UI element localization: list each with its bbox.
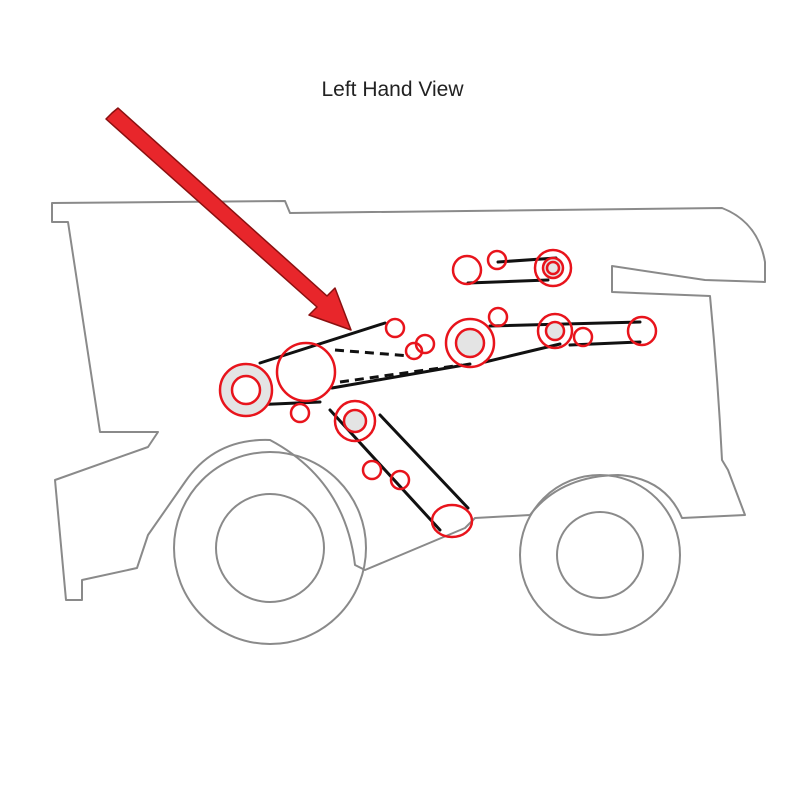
belts-dashed	[334, 348, 463, 384]
pulley-idler-b	[389, 469, 411, 491]
rear-tire	[519, 474, 681, 636]
pulley-top-right	[533, 248, 573, 288]
belt-upper-span	[258, 321, 387, 365]
pulley-bottom	[430, 503, 474, 539]
front-wheel	[173, 451, 367, 645]
front-tire	[173, 451, 367, 645]
pulley-small-d	[487, 306, 509, 328]
belt-mid-upper	[488, 320, 642, 328]
pulley-large-upper	[275, 341, 337, 403]
pulleys	[218, 248, 658, 539]
pulley-top-left	[451, 254, 483, 286]
pulley-right-double	[536, 312, 574, 350]
pulley-top-small	[486, 249, 508, 271]
pulley-lower-small	[289, 402, 311, 424]
front-rim	[215, 493, 325, 603]
body-outline	[51, 200, 766, 601]
diagram-title: Left Hand View	[321, 78, 464, 101]
belt-top-right	[496, 256, 558, 264]
dashed-belt-upper	[334, 348, 411, 358]
pulley-small-c	[414, 333, 436, 355]
arrow-icon	[105, 107, 352, 331]
belt-down-right	[378, 413, 470, 510]
pulley-small-b	[404, 341, 424, 361]
rear-wheel	[519, 474, 681, 636]
dashed-belt-lower	[339, 363, 463, 384]
pulley-right-small	[572, 326, 594, 348]
belt-right-return	[568, 340, 642, 347]
pulley-center	[444, 317, 496, 369]
pulley-idler-a	[361, 459, 383, 481]
pulley-small-a	[384, 317, 406, 339]
rear-rim	[556, 511, 644, 599]
pulley-far-right	[626, 315, 658, 347]
pulley-main-drive	[218, 362, 274, 418]
combine-body-outline	[51, 200, 766, 601]
pulley-lower-double	[333, 399, 377, 443]
belt-top-left	[466, 278, 550, 285]
